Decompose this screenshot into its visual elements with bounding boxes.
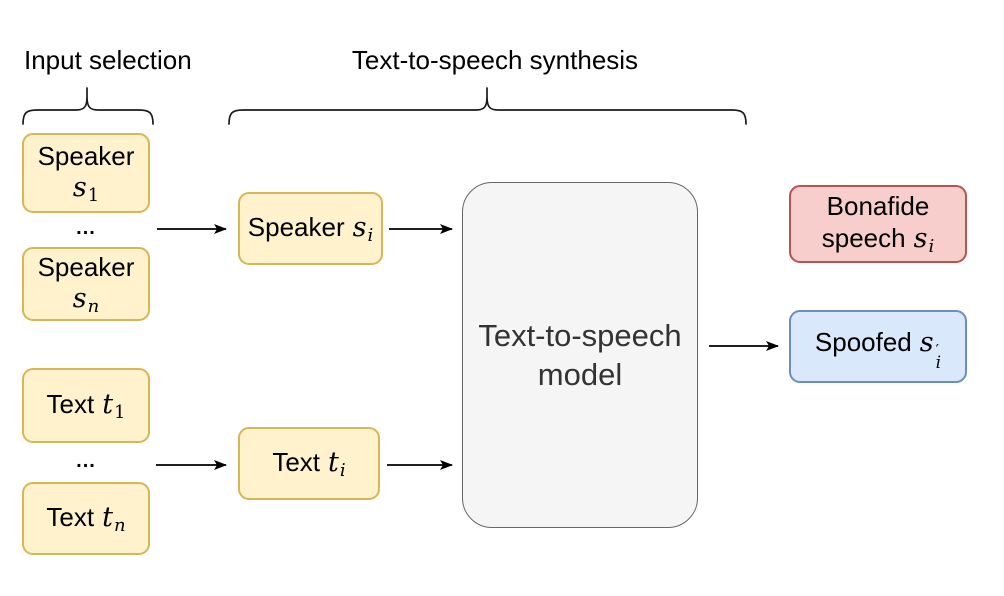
math-var: t <box>102 501 113 533</box>
math-var: t <box>328 446 339 478</box>
math-var: s <box>919 327 934 358</box>
math-subscript: n <box>113 514 126 536</box>
node-speaker-sn-text: Speaker <box>37 251 135 282</box>
tts-synthesis-label: Text-to-speech synthesis <box>351 45 639 75</box>
math-subscript: 1 <box>114 401 126 423</box>
math-subscript: i <box>367 224 374 246</box>
math-subscript: i <box>339 459 346 481</box>
math-subscript: i <box>928 236 935 257</box>
node-tts-model: Text-to-speech model <box>462 182 698 528</box>
ellipsis-texts: ... <box>76 449 96 472</box>
input-selection-brace <box>22 87 154 125</box>
math-prime-subscript: ′i <box>935 341 942 373</box>
tts-model-line1: Text-to-speech <box>478 318 682 353</box>
math-var: s <box>352 211 367 243</box>
math-var: s <box>72 171 87 203</box>
math-subscript: n <box>87 295 100 317</box>
spoofed-text: Spoofed <box>814 327 912 357</box>
node-speaker-si-text: Speaker <box>247 211 345 242</box>
math-subscript: 1 <box>87 184 100 206</box>
node-text-ti-text: Text <box>272 446 321 477</box>
node-text-tn-text: Text <box>46 501 95 532</box>
bonafide-line2: speech <box>821 223 906 253</box>
math-var: s <box>913 223 928 254</box>
bonafide-line1: Bonafide <box>826 191 930 221</box>
node-text-t1-text: Text <box>46 388 95 419</box>
math-prime: ′ <box>935 341 940 359</box>
math-var: s <box>72 282 87 314</box>
math-var: t <box>102 388 114 420</box>
math-subscript: i <box>935 353 942 373</box>
input-selection-label: Input selection <box>24 45 192 75</box>
tts-synthesis-brace <box>228 87 747 125</box>
tts-model-line2: model <box>537 357 623 392</box>
node-speaker-s1-text: Speaker <box>37 140 135 171</box>
ellipsis-speakers: ... <box>76 216 96 239</box>
